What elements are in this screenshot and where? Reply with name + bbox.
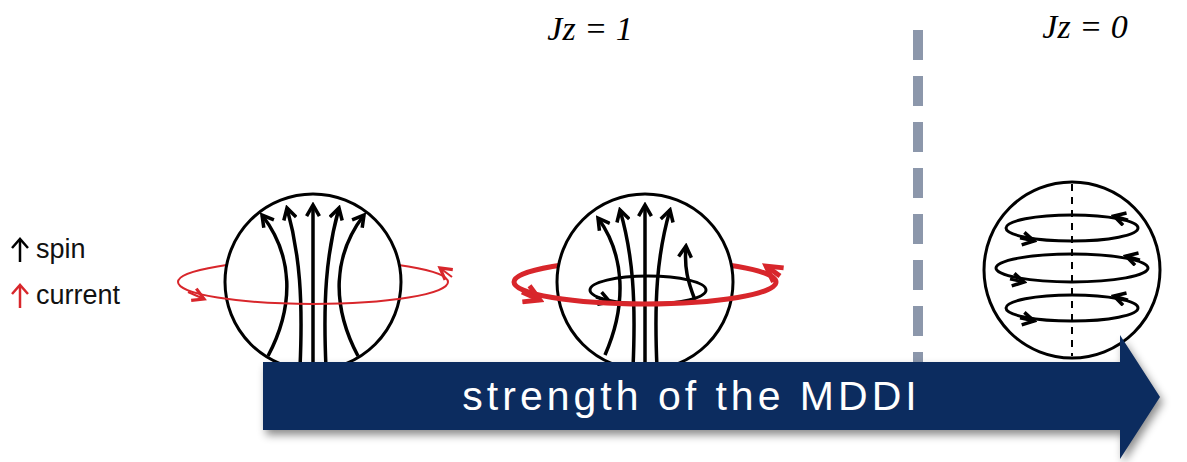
current-loop-front (178, 282, 448, 304)
drawing-part (1114, 296, 1128, 300)
drawing-part (620, 210, 634, 368)
drawing-part (1006, 295, 1138, 321)
arrow-head (12, 285, 28, 294)
spin-swirls (996, 215, 1148, 321)
axis-line (1071, 184, 1073, 356)
legend-entry: spin (8, 234, 86, 265)
drawing-part (1126, 256, 1140, 260)
state-label: Jz = 1 (470, 10, 710, 48)
current-arrowhead (766, 266, 780, 276)
arrow-fill (263, 335, 1160, 459)
sphere-weak (178, 194, 452, 370)
spin-swirl-back (590, 276, 706, 290)
sphere-outline (225, 194, 401, 370)
arrow-band: strength of the MDDI (263, 335, 1160, 459)
legend-arrow-sample (8, 281, 32, 311)
spin-arrowheads (1010, 216, 1140, 321)
current-arrowhead (440, 268, 452, 277)
current-arrowhead (522, 292, 540, 300)
spin-field-lines (262, 205, 364, 368)
state-label: Jz = 0 (965, 8, 1187, 46)
drawing-part (1114, 216, 1128, 220)
drawing-part (1010, 279, 1024, 282)
sphere-outline (557, 194, 733, 370)
arrow-shaft (19, 240, 22, 262)
drawing-part (262, 215, 287, 356)
arrow-label: strength of the MDDI (263, 362, 1120, 430)
current-arrowhead (188, 292, 204, 299)
arrow-head (12, 239, 28, 248)
drawing-part (1020, 238, 1034, 241)
separator-line (913, 30, 923, 400)
arrow-shaft (19, 286, 22, 308)
drawing-part (996, 254, 1148, 282)
spin-field-lines (598, 205, 695, 368)
legend-arrow-sample (8, 235, 32, 265)
legend-text: spin (36, 234, 86, 265)
drawing-part (1006, 215, 1138, 241)
drawing-part (287, 208, 301, 368)
drawing-part (643, 205, 647, 368)
sphere-strong (984, 182, 1160, 358)
legend-entry: current (8, 280, 120, 311)
drawing-part (685, 246, 695, 300)
sphere-medium (514, 194, 780, 370)
sphere-outline (984, 182, 1160, 358)
legend-text: current (36, 280, 120, 311)
drawing-part (325, 208, 339, 368)
current-loop-front (514, 282, 776, 304)
drawing-part (1020, 318, 1034, 321)
drawing-part (339, 215, 364, 356)
drawing-part (656, 210, 670, 368)
drawing-part (311, 205, 315, 368)
drawing-part (598, 218, 620, 355)
